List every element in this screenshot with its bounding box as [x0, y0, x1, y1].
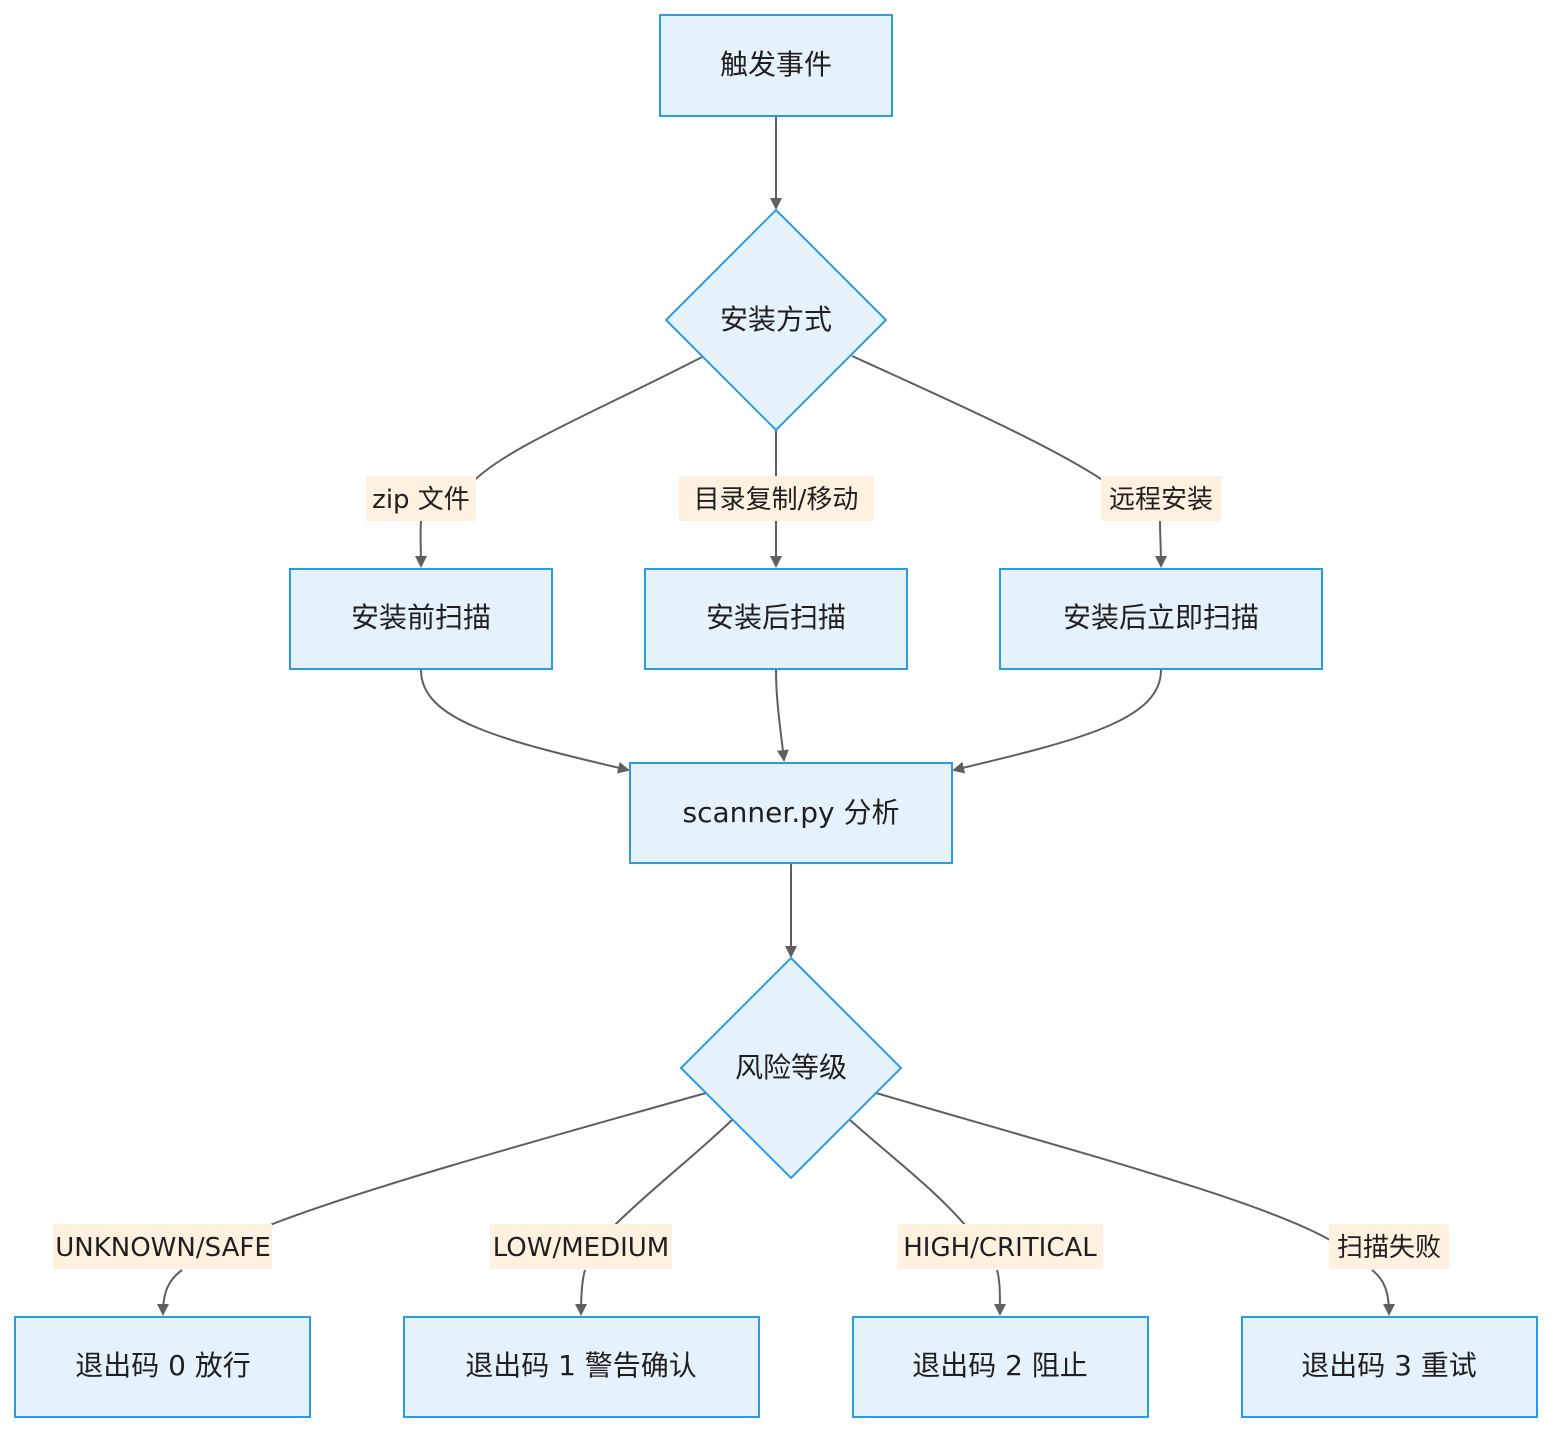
- edge-label-high-critical-text: HIGH/CRITICAL: [903, 1233, 1097, 1263]
- edge-pre-scan-to-scanner: [420, 669, 630, 774]
- node-post-scan-label: 安装后扫描: [706, 601, 846, 634]
- edge-label-scan-failed-text: 扫描失败: [1337, 1233, 1441, 1263]
- node-pre-scan: 安装前扫描: [289, 568, 553, 670]
- node-post-scan: 安装后扫描: [644, 568, 908, 670]
- edge-label-high-critical: HIGH/CRITICAL: [898, 1224, 1103, 1269]
- edge-label-low-medium-text: LOW/MEDIUM: [493, 1233, 670, 1263]
- edge-label-dir-copy: 目录复制/移动: [679, 476, 874, 521]
- decision-install-method: 安装方式: [664, 208, 888, 432]
- edge-post-scan-immediate-to-scanner: [952, 669, 1162, 774]
- edge-risk-to-exit2: [849, 1119, 1000, 1314]
- edge-risk-to-exit0: [163, 1092, 707, 1314]
- edge-label-low-medium: LOW/MEDIUM: [490, 1224, 672, 1269]
- edge-label-scan-failed: 扫描失败: [1329, 1224, 1449, 1269]
- edge-label-zip: zip 文件: [366, 476, 476, 521]
- node-exit0-label: 退出码 0 放行: [75, 1349, 251, 1382]
- node-trigger: 触发事件: [659, 14, 893, 117]
- edge-label-unknown-safe: UNKNOWN/SAFE: [53, 1224, 272, 1269]
- node-exit3: 退出码 3 重试: [1241, 1316, 1538, 1418]
- decision-install-method-label: 安装方式: [720, 303, 832, 336]
- node-scanner: scanner.py 分析: [629, 762, 953, 864]
- edge-label-remote: 远程安装: [1101, 476, 1221, 521]
- decision-risk-level-label: 风险等级: [735, 1051, 847, 1084]
- edge-label-unknown-safe-text: UNKNOWN/SAFE: [55, 1233, 271, 1263]
- node-exit2-label: 退出码 2 阻止: [912, 1349, 1088, 1382]
- node-scanner-label: scanner.py 分析: [683, 796, 900, 829]
- node-post-scan-immediate: 安装后立即扫描: [999, 568, 1323, 670]
- edge-label-remote-text: 远程安装: [1109, 485, 1213, 515]
- edge-label-zip-text: zip 文件: [372, 485, 470, 515]
- edge-method-to-pre-scan: [421, 355, 705, 566]
- edge-method-to-post-scan-immediate: [851, 355, 1161, 566]
- node-exit3-label: 退出码 3 重试: [1301, 1349, 1477, 1382]
- node-exit0: 退出码 0 放行: [14, 1316, 311, 1418]
- nodes: 触发事件 安装方式 安装前扫描 安装后扫描 安装后立即扫描 scanner.py…: [14, 14, 1538, 1418]
- edge-label-dir-copy-text: 目录复制/移动: [694, 485, 859, 515]
- node-exit2: 退出码 2 阻止: [852, 1316, 1149, 1418]
- node-pre-scan-label: 安装前扫描: [351, 601, 491, 634]
- decision-risk-level: 风险等级: [679, 956, 903, 1180]
- node-trigger-label: 触发事件: [720, 48, 832, 81]
- edge-labels: zip 文件 目录复制/移动 远程安装 UNKNOWN/SAFE LOW/MED…: [53, 476, 1449, 1269]
- edge-risk-to-exit3: [875, 1092, 1389, 1314]
- node-post-scan-immediate-label: 安装后立即扫描: [1063, 601, 1259, 634]
- edge-risk-to-exit1: [581, 1119, 733, 1314]
- node-exit1-label: 退出码 1 警告确认: [465, 1349, 697, 1382]
- edges: [163, 116, 1389, 1314]
- node-exit1: 退出码 1 警告确认: [403, 1316, 760, 1418]
- edge-post-scan-to-scanner: [775, 669, 789, 762]
